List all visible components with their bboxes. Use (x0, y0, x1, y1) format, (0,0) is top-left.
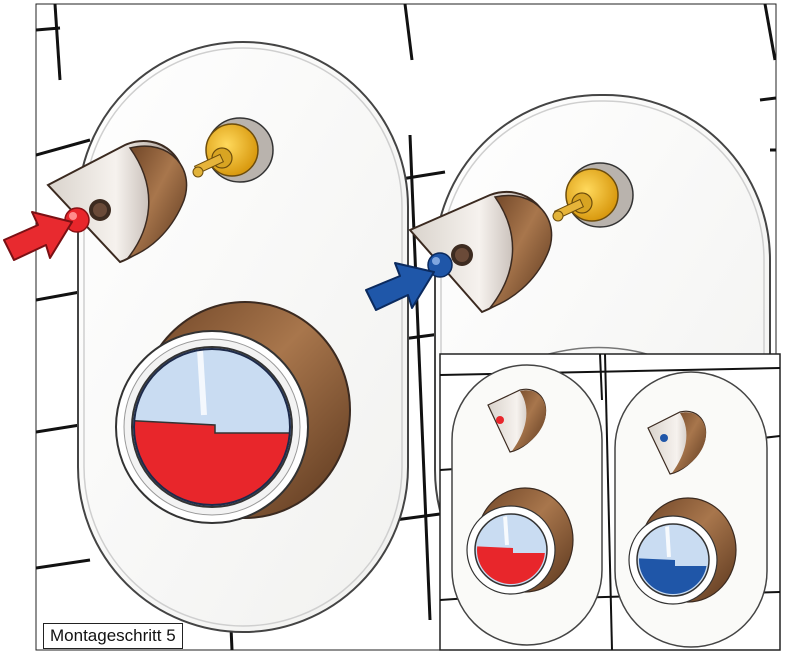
right-lever-handle (408, 190, 553, 314)
red-arrow-icon (3, 211, 73, 261)
right-brass-valve (552, 162, 634, 228)
inset-hot-dot (496, 416, 504, 424)
inset-plate-hot (451, 364, 603, 646)
right-dial-edge (544, 346, 651, 356)
blue-arrow-icon (365, 262, 435, 311)
left-brass-valve (192, 117, 274, 183)
inset-plate-cold (614, 371, 768, 648)
inset-cold-dot (660, 434, 668, 442)
thermostat-dial (115, 301, 351, 524)
step-label: Montageschritt 5 (43, 623, 183, 649)
left-lever-handle (46, 140, 188, 264)
inset-panel (439, 353, 781, 651)
